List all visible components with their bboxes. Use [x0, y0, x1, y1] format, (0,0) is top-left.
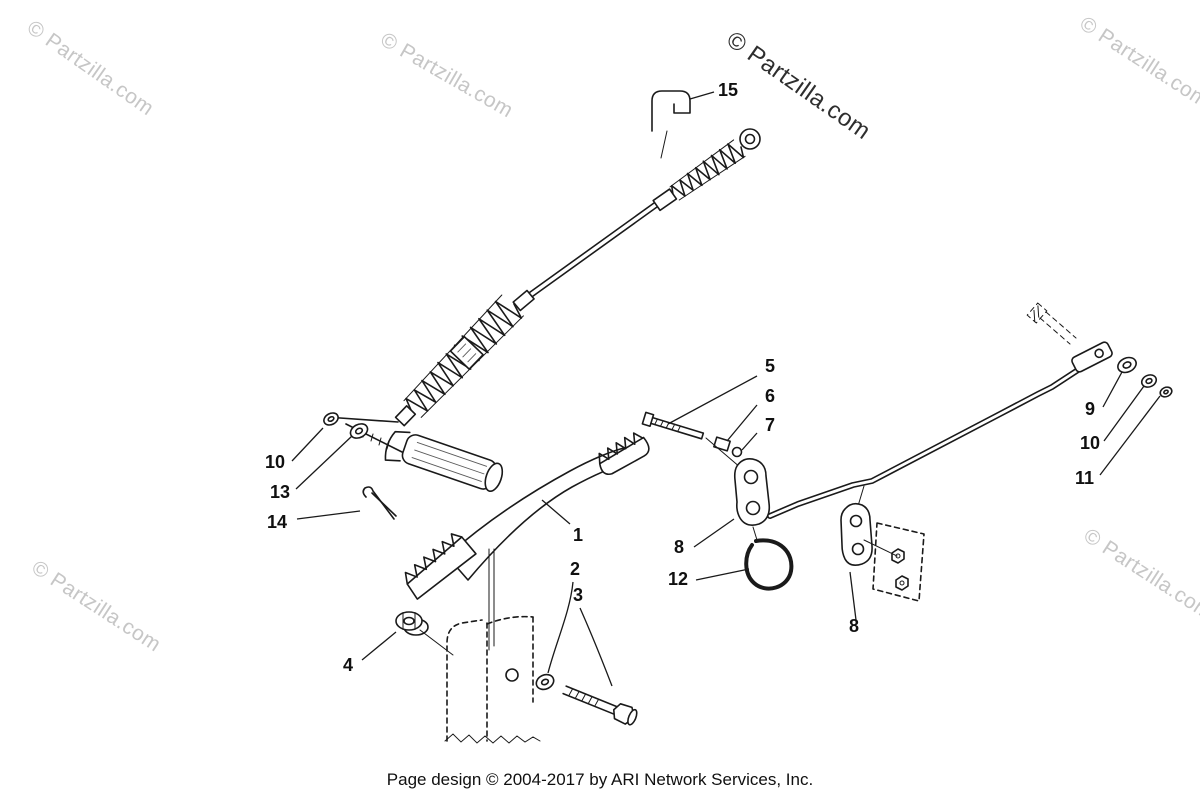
callout-14: 14	[267, 512, 287, 532]
frame-bracket-phantom	[444, 615, 541, 744]
callout-4: 4	[343, 655, 353, 675]
bolt-3	[562, 685, 638, 726]
shift-lever-1	[384, 430, 650, 651]
retainer-clip-15	[651, 90, 691, 159]
shift-cable-assembly	[325, 128, 761, 453]
callout-7: 7	[765, 415, 775, 435]
bolt-5	[641, 411, 705, 440]
callout-3: 3	[573, 585, 583, 605]
shift-rod	[767, 302, 1113, 519]
callout-labels: 15 10 13 14 1 2 3 4 5 6 7 8 12 8 9 10 11	[265, 80, 1100, 675]
footer-credit: Page design © 2004-2017 by ARI Network S…	[386, 770, 814, 789]
cotter-pin-14	[362, 486, 397, 520]
washer-13	[349, 423, 369, 439]
spacer-6	[713, 436, 731, 452]
washer-10-right	[1140, 374, 1158, 388]
callout-9: 9	[1085, 399, 1095, 419]
callout-8a: 8	[674, 537, 684, 557]
callout-12: 12	[668, 569, 688, 589]
callout-5: 5	[765, 356, 775, 376]
strap-loop-12	[744, 526, 794, 591]
mount-plate-phantom	[872, 522, 925, 602]
callout-1: 1	[573, 525, 583, 545]
callout-2: 2	[570, 559, 580, 579]
callout-11: 11	[1075, 468, 1094, 488]
callout-6: 6	[765, 386, 775, 406]
callout-10-left: 10	[265, 452, 285, 472]
washer-10-left	[323, 412, 339, 426]
nut-4	[395, 611, 454, 656]
callout-8b: 8	[849, 616, 859, 636]
bracket-8a	[733, 458, 771, 526]
nut-11	[1159, 386, 1173, 398]
callout-10-right: 10	[1080, 433, 1100, 453]
leader-lines	[291, 91, 1161, 687]
bracket-8b	[840, 485, 898, 566]
callout-13: 13	[270, 482, 290, 502]
callout-15: 15	[718, 80, 738, 100]
bushing-7	[731, 446, 743, 458]
washer-9	[1117, 356, 1137, 374]
washer-2	[535, 673, 555, 691]
